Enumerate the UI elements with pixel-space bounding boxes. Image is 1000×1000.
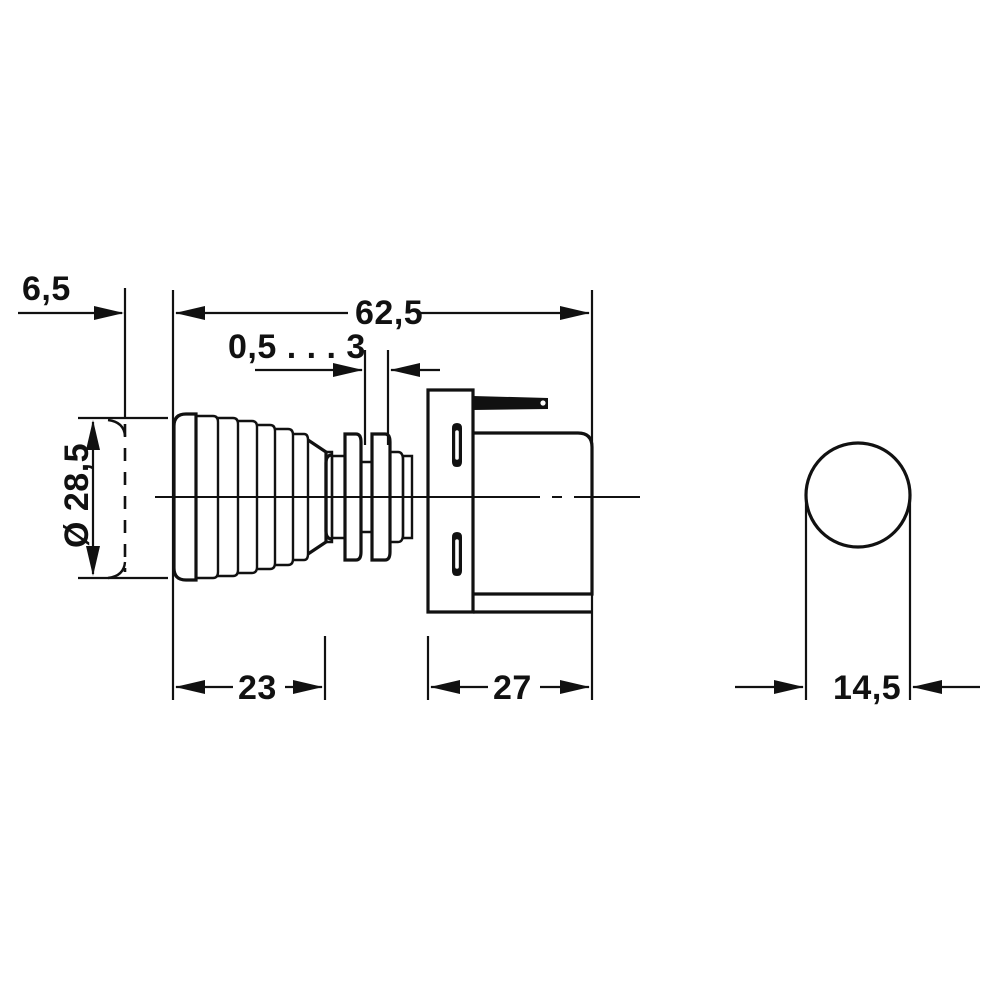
panel-hole-corner-top	[107, 418, 127, 437]
front-view-circle	[804, 441, 912, 549]
dim-label-62-5: 62,5	[355, 294, 423, 332]
nut-rear	[370, 432, 392, 562]
dimension-14-5: 14,5	[735, 669, 980, 707]
dim-label-27: 27	[493, 669, 532, 707]
boot-rib-6	[293, 432, 310, 562]
boot-rib-1	[196, 414, 220, 580]
dim-label-diameter: Ø 28,5	[58, 443, 96, 548]
boot-rib-4	[257, 423, 277, 571]
dim-label-23: 23	[238, 669, 277, 707]
rear-housing	[473, 431, 594, 596]
extension-lines	[78, 288, 912, 700]
dim-arrow-62-5-left	[175, 306, 205, 320]
terminal-blade-upper	[473, 396, 548, 410]
dimension-27: 27	[430, 669, 590, 707]
dim-label-14-5: 14,5	[833, 669, 901, 707]
dimension-panel-thickness: 0,5 . . . 3	[228, 328, 440, 377]
dimension-diameter: Ø 28,5	[58, 420, 100, 576]
dimension-23: 23	[175, 669, 323, 707]
boot-rib-3	[238, 419, 259, 575]
dim-label-6-5: 6,5	[22, 270, 71, 308]
dimension-6-5: 6,5	[18, 270, 124, 320]
dimension-62-5: 62,5	[175, 294, 590, 332]
dim-arrow-27-right	[560, 680, 590, 694]
dim-arrow-14-5-right	[912, 680, 942, 694]
seal-ring-inner	[401, 454, 414, 540]
dim-arrow-27-left	[430, 680, 460, 694]
bushing-ring-left	[324, 453, 333, 541]
dim-arrow-62-5-right	[560, 306, 590, 320]
switch-side-view	[172, 388, 594, 614]
boot-rib-2	[218, 416, 240, 578]
switch-front-view	[804, 441, 912, 549]
panel-hole-corner-bottom	[107, 561, 127, 580]
dim-arrow-diameter-bottom	[86, 546, 100, 576]
boot-rib-5	[275, 427, 295, 567]
dim-label-panel-thickness: 0,5 . . . 3	[228, 328, 366, 366]
dim-arrow-23-right	[293, 680, 323, 694]
nut-front	[343, 432, 363, 562]
flange-slot-upper-inner	[452, 427, 462, 463]
boot-front-cap	[172, 412, 198, 582]
flange-slot-lower-inner	[452, 536, 462, 572]
dim-arrow-panel-thickness-right	[390, 363, 420, 377]
dim-arrow-14-5-left	[774, 680, 804, 694]
terminal-blade-upper-hole	[540, 400, 546, 406]
dim-arrow-23-left	[175, 680, 205, 694]
dim-arrow-6-5	[94, 306, 124, 320]
dim-arrow-diameter-top	[86, 420, 100, 450]
body-flange	[426, 388, 475, 614]
